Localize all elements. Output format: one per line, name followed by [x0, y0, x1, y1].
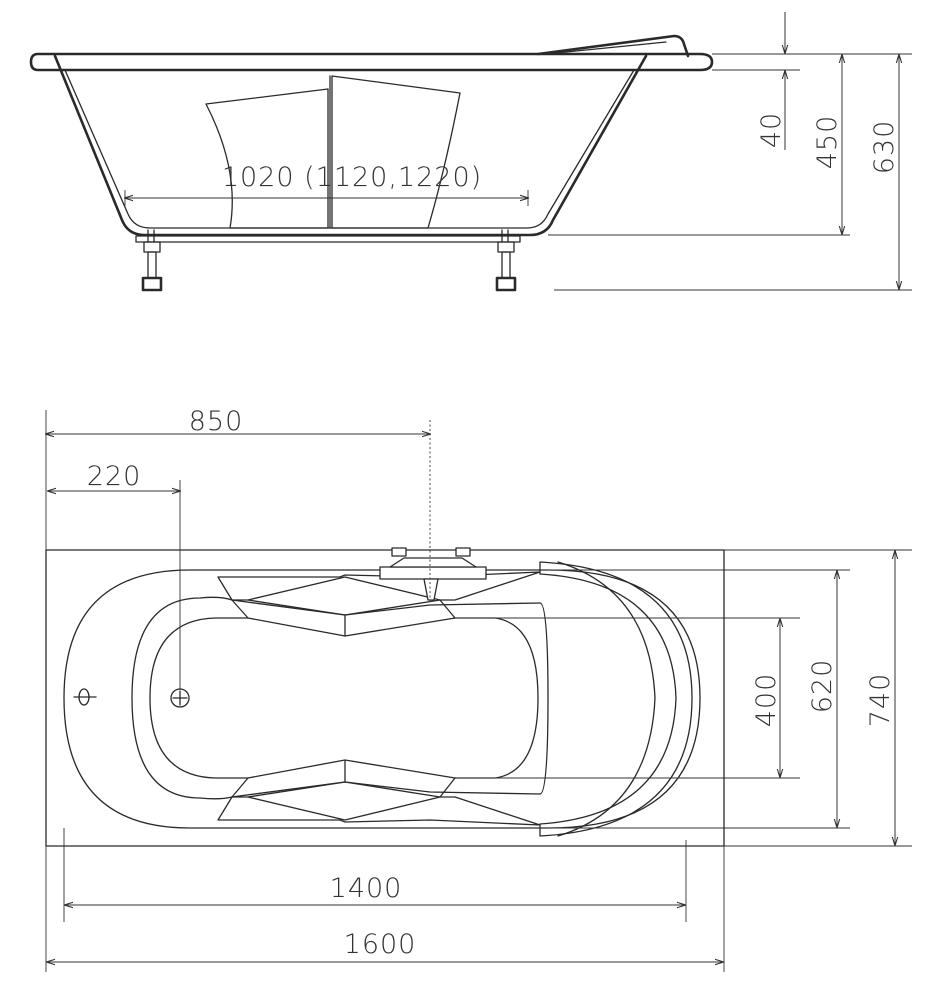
side-rim	[29, 52, 714, 72]
top-armrest-upper	[217, 571, 541, 616]
dim-inner-width: 400	[751, 673, 782, 728]
dim-overall-length: 1600	[344, 929, 417, 960]
dim-tub-height: 450	[812, 115, 843, 170]
side-seat-left	[205, 88, 329, 229]
top-overflow-icon	[73, 688, 97, 706]
top-view: 850 220 400 620 740 1400 1600	[46, 406, 912, 972]
dim-basin-width: 620	[807, 659, 838, 714]
side-headrest-inner	[545, 41, 667, 55]
side-foot-right	[495, 229, 517, 292]
top-faucet	[379, 547, 487, 601]
dim-rim-height: 40	[756, 112, 787, 148]
top-headrest	[539, 561, 693, 837]
side-foot-left	[141, 229, 163, 292]
dim-total-height: 630	[869, 120, 900, 175]
dim-inner-length: 1020 (1120,1220)	[222, 162, 482, 193]
dim-overall-width: 740	[865, 673, 896, 728]
top-armrest-lower	[217, 781, 541, 826]
top-inner-floor	[149, 617, 539, 779]
side-view: 1020 (1120,1220) 40 450 630	[29, 12, 912, 292]
top-drain-icon	[170, 688, 190, 708]
side-outer-shell	[53, 54, 648, 237]
side-headrest	[536, 34, 690, 58]
top-outer-rim	[45, 549, 725, 847]
dim-drain-offset: 220	[87, 461, 142, 492]
side-seat-right	[331, 75, 461, 229]
dim-faucet-offset: 850	[189, 406, 244, 437]
side-inner-shell	[64, 69, 635, 229]
dim-basin-length: 1400	[330, 873, 403, 904]
top-inner-ledge	[131, 596, 549, 800]
